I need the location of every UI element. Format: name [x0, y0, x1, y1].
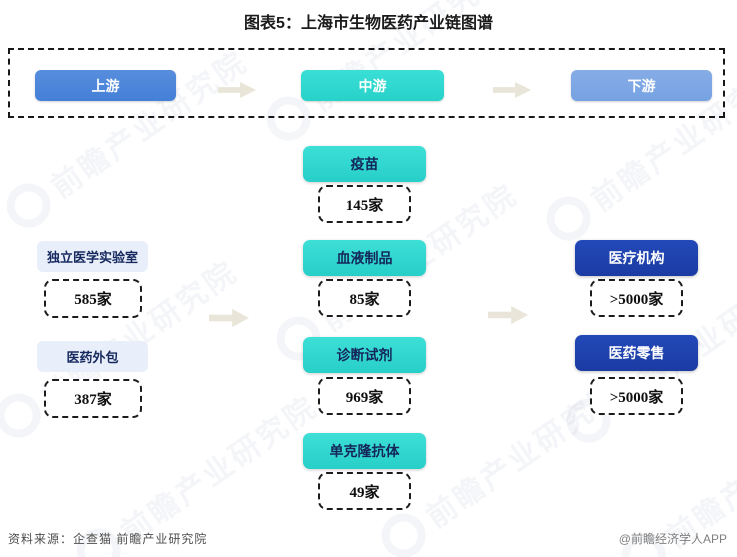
count-pharma-retail: >5000家	[590, 377, 683, 415]
count-medical-institutions: >5000家	[590, 279, 683, 317]
node-blood-products: 血液制品	[303, 240, 426, 276]
count-independent-medical-lab: 585家	[44, 279, 142, 318]
stage-downstream: 下游	[571, 70, 712, 101]
chain-stage-banner: 上游 中游 下游	[8, 48, 725, 118]
node-monoclonal-antibody: 单克隆抗体	[303, 433, 426, 469]
arrow-right-icon	[488, 306, 528, 324]
node-diagnostic-reagents: 诊断试剂	[303, 337, 426, 373]
count-vaccine: 145家	[318, 185, 411, 223]
node-pharma-retail: 医药零售	[575, 335, 698, 371]
stage-midstream: 中游	[301, 70, 444, 101]
node-medical-institutions: 医疗机构	[575, 240, 698, 276]
node-independent-medical-lab: 独立医学实验室	[37, 241, 148, 272]
stage-upstream: 上游	[35, 70, 176, 101]
count-diagnostic-reagents: 969家	[318, 377, 411, 415]
credit-note: @前瞻经济学人APP	[618, 532, 727, 546]
source-note: 资料来源：企查猫 前瞻产业研究院	[8, 532, 208, 546]
node-pharma-outsourcing: 医药外包	[37, 341, 148, 372]
count-blood-products: 85家	[318, 279, 411, 317]
watermark-logo-icon	[372, 504, 435, 557]
count-monoclonal-antibody: 49家	[318, 472, 411, 510]
arrow-right-icon	[493, 82, 531, 98]
arrow-right-icon	[209, 309, 249, 327]
arrow-right-icon	[218, 82, 256, 98]
node-vaccine: 疫苗	[303, 146, 426, 182]
figure-title: 图表5：上海市生物医药产业链图谱	[244, 15, 493, 32]
watermark-logo-icon	[0, 174, 60, 237]
count-pharma-outsourcing: 387家	[44, 379, 142, 418]
watermark-logo-icon	[0, 384, 50, 447]
